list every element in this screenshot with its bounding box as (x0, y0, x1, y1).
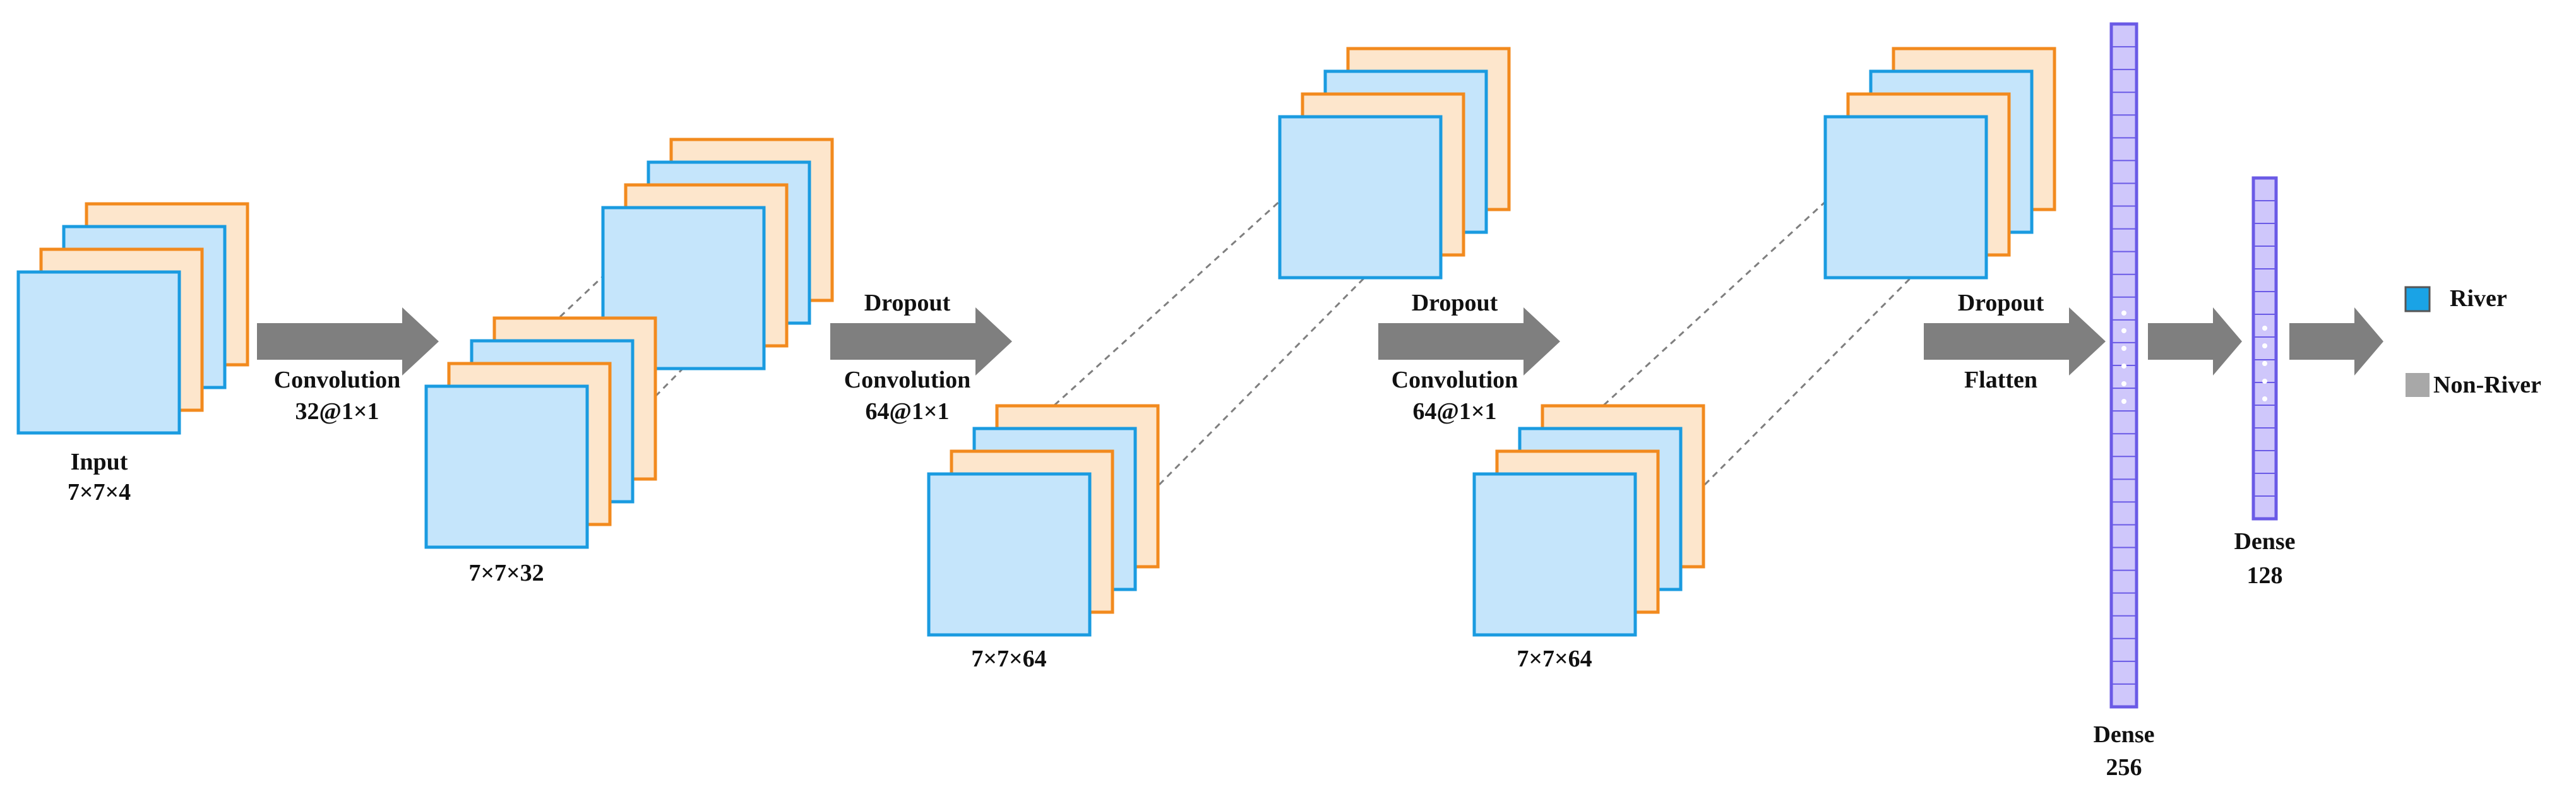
dense256-ellipsis-dot (2121, 381, 2126, 386)
dense-256-column (2109, 22, 2138, 709)
arrow-flatten (1924, 307, 2106, 376)
conv2-param-label: 64@1×1 (866, 398, 950, 425)
conv3-param-label: 64@1×1 (1413, 398, 1497, 425)
dense256-ellipsis-dot (2121, 364, 2126, 369)
layer1-map-1 (424, 384, 589, 549)
dense128-label: Dense (2234, 528, 2295, 555)
layer3-dims-label: 7×7×64 (1517, 646, 1592, 672)
layer1-feature-stack (424, 138, 834, 549)
legend-river-swatch (2404, 286, 2431, 312)
input-label: Input (71, 449, 128, 475)
legend: River Non-River (2404, 285, 2541, 398)
legend-river-label: River (2450, 285, 2507, 312)
conv2-dropout-label: Dropout (864, 290, 951, 316)
dense128-ellipsis-dot (2262, 361, 2267, 366)
flatten-dropout-label: Dropout (1958, 290, 2044, 316)
legend-nonriver-swatch (2406, 373, 2430, 397)
conv3-label: Convolution (1392, 367, 1518, 393)
layer1-zoom-line-top (559, 274, 605, 318)
dense128-ellipsis-dot (2262, 326, 2267, 331)
conv1-label: Convolution (274, 367, 401, 393)
dense256-units-label: 256 (2106, 754, 2142, 781)
layer2-dims-label: 7×7×64 (971, 646, 1046, 672)
arrow-dense1 (2148, 307, 2242, 376)
layer3-map-1 (1472, 472, 1637, 637)
dense-128-column (2251, 176, 2278, 521)
input-map-front (16, 270, 181, 435)
dense256-ellipsis-dot (2121, 399, 2126, 404)
layer2-big-map-1 (1278, 115, 1443, 280)
input-feature-stack (16, 202, 249, 435)
flatten-label: Flatten (1964, 367, 2037, 393)
dense256-ellipsis-dot (2121, 346, 2126, 351)
conv3-dropout-label: Dropout (1412, 290, 1498, 316)
arrow-conv2 (830, 307, 1012, 376)
dense256-label: Dense (2093, 721, 2154, 748)
layer2-map-1 (927, 472, 1092, 637)
dense128-units-label: 128 (2247, 562, 2283, 589)
conv2-label: Convolution (844, 367, 971, 393)
layer2-feature-stack (927, 47, 1511, 637)
layer3-feature-stack (1472, 47, 2056, 637)
dense128-ellipsis-dot (2262, 343, 2267, 348)
dense128-ellipsis-dot (2262, 379, 2267, 384)
arrow-conv1 (257, 307, 439, 376)
dense256-ellipsis-dot (2121, 328, 2126, 333)
layer1-dims-label: 7×7×32 (468, 560, 544, 586)
conv1-param-label: 32@1×1 (295, 398, 379, 425)
dense128-ellipsis-dot (2262, 396, 2267, 401)
layer3-zoom-line-top (1602, 198, 1829, 406)
layer2-zoom-line-top (1053, 198, 1283, 406)
layer3-big-map-1 (1823, 115, 1988, 280)
arrow-conv3 (1378, 307, 1560, 376)
dense256-ellipsis-dot (2121, 311, 2126, 316)
legend-nonriver-label: Non-River (2433, 372, 2541, 398)
input-dims-label: 7×7×4 (68, 479, 131, 506)
arrow-output (2289, 307, 2383, 376)
